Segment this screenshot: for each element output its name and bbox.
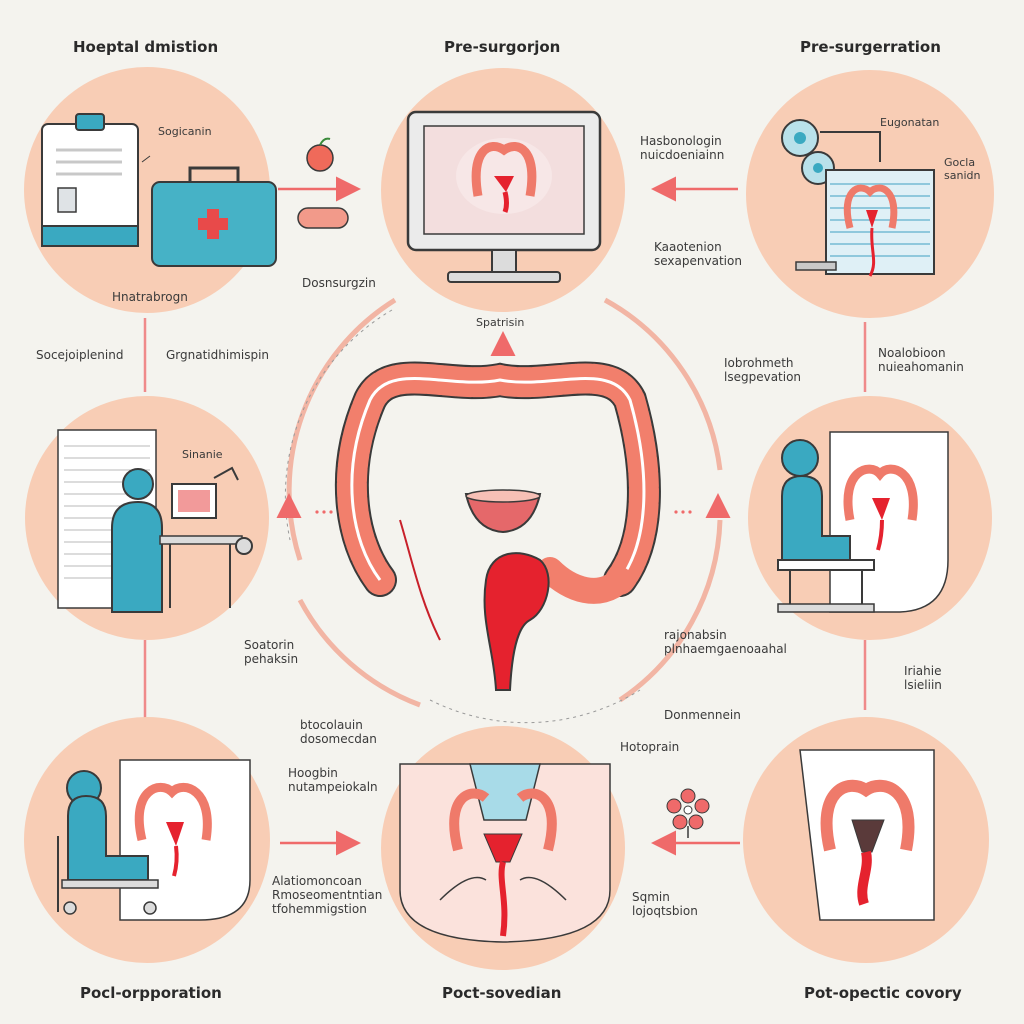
connector-lines: [143, 318, 867, 720]
stage-title-pre-surgery-a: Pre-surgorjon: [444, 38, 561, 56]
doctor-workstation-illustration: [57, 429, 253, 613]
stage-title-pre-surgery-b: Pre-surgerration: [800, 38, 941, 56]
recovery-colon-illustration: [666, 749, 935, 921]
admission-illustration: [41, 113, 349, 267]
flower-icon: [666, 788, 710, 830]
label-left-mid-callout: Sinanie: [182, 448, 223, 461]
central-flow-ring: [284, 297, 723, 724]
label-left-upper-a: Socejoiplenind: [36, 348, 124, 362]
surgery-equipment-illustration: [781, 119, 935, 277]
dot-leaders: [315, 510, 692, 514]
stage-title-post-session: Poct-sovedian: [442, 984, 562, 1002]
post-op-wheelchair-illustration: [57, 759, 251, 921]
stage-title-post-operation: Pocl-orpporation: [80, 984, 222, 1002]
label-center-low-a: Donmennein: [664, 708, 741, 722]
label-tl-below: Hnatrabrogn: [112, 290, 188, 304]
stage-title-admission: Hoeptal dmistion: [73, 38, 219, 56]
label-tl-callout: Sogicanin: [158, 125, 212, 138]
central-colon-illustration: [334, 361, 661, 691]
patient-consult-illustration: [777, 431, 949, 613]
surgical-cross-section-illustration: [399, 763, 611, 943]
label-center-top-a: Dosnsurgzin: [302, 276, 376, 290]
label-center-top-b: Spatrisin: [476, 316, 525, 329]
label-tr-callout-a: Eugonatan: [880, 116, 940, 129]
stage-title-post-op-recovery: Pot-opectic covory: [804, 984, 962, 1002]
monitor-illustration: [406, 110, 602, 283]
label-left-upper-b: Grgnatidhimispin: [166, 348, 270, 362]
label-center-low-b: Hotoprain: [620, 740, 680, 754]
